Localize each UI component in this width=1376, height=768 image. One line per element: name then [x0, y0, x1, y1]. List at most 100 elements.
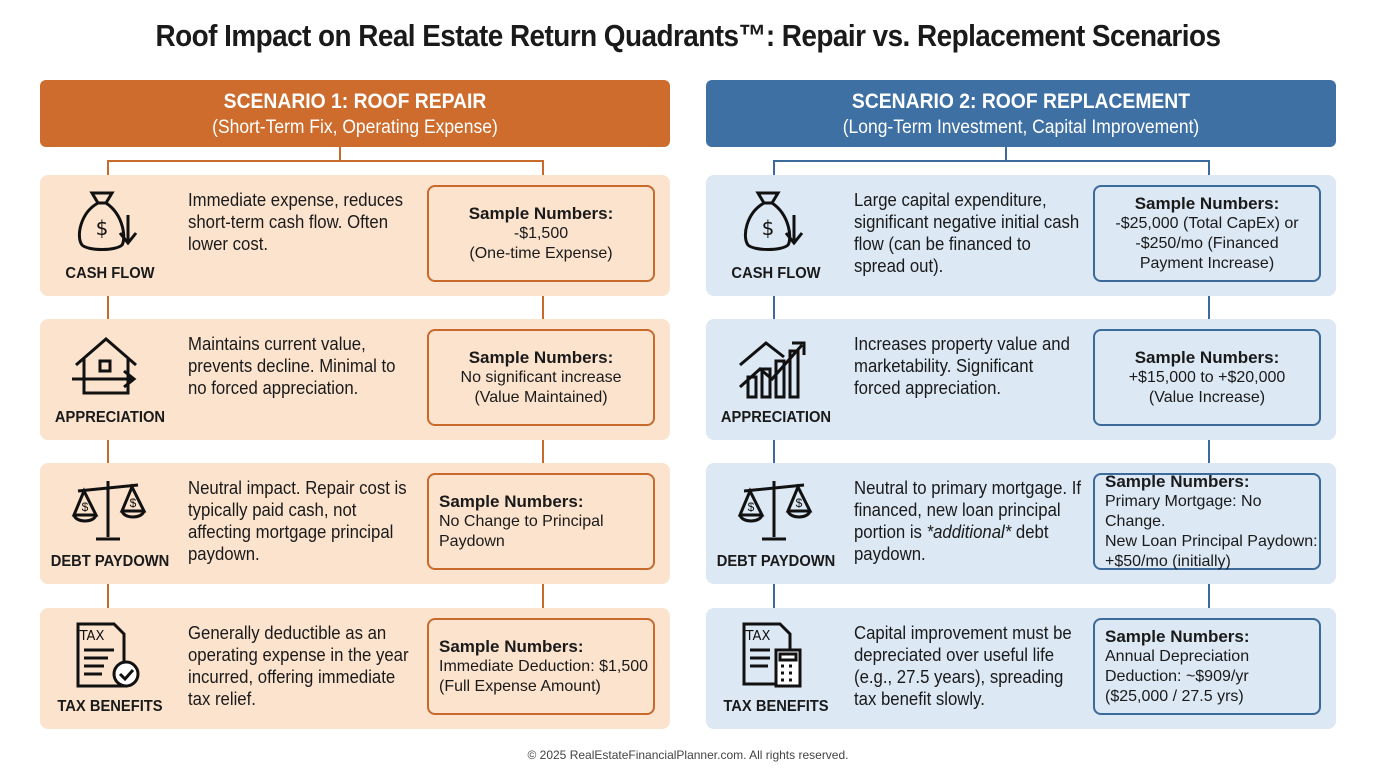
quadrant-label: CASH FLOW	[65, 265, 155, 282]
sample-numbers-line: Immediate Deduction: $1,500	[439, 657, 649, 675]
sample-numbers-title: Sample Numbers:	[1134, 347, 1280, 367]
desc-text: Neutral impact. Repair cost is typically…	[188, 478, 407, 564]
sample-numbers-line: +$15,000 to +$20,000	[1128, 368, 1286, 386]
page-title: Roof Impact on Real Estate Return Quadra…	[155, 18, 1221, 53]
house-arrow-icon	[68, 331, 148, 403]
svg-text:TAX: TAX	[745, 629, 771, 644]
sample-numbers-line: No significant increase	[460, 368, 622, 386]
desc-text: Generally deductible as an operating exp…	[188, 623, 409, 709]
svg-text:TAX: TAX	[79, 629, 105, 644]
svg-text:$: $	[796, 496, 803, 510]
sample-numbers-line: (Full Expense Amount)	[439, 677, 601, 695]
copyright-footer: © 2025 RealEstateFinancialPlanner.com. A…	[527, 748, 849, 762]
sample-numbers-line: No Change to Principal	[439, 512, 604, 530]
sample-numbers-title: Sample Numbers:	[439, 636, 584, 656]
connector-line	[107, 160, 544, 162]
sample-numbers-box: Sample Numbers: -$1,500 (One-time Expense…	[427, 185, 655, 282]
quadrant-label: APPRECIATION	[54, 409, 166, 426]
sample-numbers-line: -$1,500	[513, 224, 569, 242]
sample-numbers-title: Sample Numbers:	[1105, 471, 1250, 491]
balance-scale-icon: $$	[68, 475, 148, 547]
sample-numbers-line: (Value Increase)	[1148, 388, 1266, 406]
sample-numbers-line: Payment Increase)	[1139, 254, 1275, 272]
quadrant-description: Generally deductible as an operating exp…	[188, 622, 416, 710]
desc-text: Maintains current value, prevents declin…	[188, 334, 396, 398]
scenario-repair-panel: SCENARIO 1: ROOF REPAIR (Short-Term Fix,…	[40, 80, 670, 730]
sample-numbers-title: Sample Numbers:	[468, 347, 614, 367]
balance-scale-icon: $$	[734, 475, 814, 547]
scenario-header: SCENARIO 1: ROOF REPAIR (Short-Term Fix,…	[40, 80, 670, 147]
sample-numbers-line: +$50/mo (initially)	[1105, 552, 1231, 570]
sample-numbers-line: (One-time Expense)	[469, 244, 613, 262]
sample-numbers-box: Sample Numbers: -$25,000 (Total CapEx) o…	[1093, 185, 1321, 282]
sample-numbers-line: Deduction: ~$909/yr	[1105, 667, 1249, 685]
rising-chart-arrow-icon	[734, 331, 814, 403]
connector-line	[773, 440, 775, 463]
connector-line	[542, 440, 544, 473]
sample-numbers-line: -$250/mo (Financed	[1135, 234, 1279, 252]
quadrant-label: CASH FLOW	[731, 265, 821, 282]
quadrant-description: Neutral impact. Repair cost is typically…	[188, 477, 416, 565]
quadrant-label: TAX BENEFITS	[723, 698, 829, 715]
desc-emphasis: *additional*	[926, 522, 1012, 542]
quadrant-label: DEBT PAYDOWN	[716, 553, 836, 570]
quadrant-row-tax-benefits: TAX TAX BENEFITS Capital improvement mus…	[706, 608, 1336, 729]
connector-line	[339, 147, 341, 161]
quadrant-description: Neutral to primary mortgage. If financed…	[854, 477, 1082, 565]
connector-line	[773, 295, 775, 319]
quadrant-row-tax-benefits: TAX TAX BENEFITS Generally deductible as…	[40, 608, 670, 729]
sample-numbers-line: ($25,000 / 27.5 yrs)	[1105, 687, 1244, 705]
svg-text:$: $	[748, 500, 755, 514]
desc-text: Increases property value and marketabili…	[854, 334, 1070, 398]
sample-numbers-title: Sample Numbers:	[439, 491, 584, 511]
svg-text:$: $	[96, 216, 109, 240]
scenario-subtitle: (Long-Term Investment, Capital Improveme…	[842, 117, 1200, 138]
quadrant-description: Immediate expense, reduces short-term ca…	[188, 189, 416, 255]
desc-text: Immediate expense, reduces short-term ca…	[188, 190, 403, 254]
quadrant-row-cash-flow: $ CASH FLOW Large capital expenditure, s…	[706, 175, 1336, 296]
quadrant-label: TAX BENEFITS	[57, 698, 163, 715]
svg-text:$: $	[130, 496, 137, 510]
sample-numbers-line: (Value Maintained)	[474, 388, 608, 406]
quadrant-description: Capital improvement must be depreciated …	[854, 622, 1082, 710]
desc-text: debt paydown.	[854, 522, 1049, 564]
sample-numbers-box: Sample Numbers: Immediate Deduction: $1,…	[427, 618, 655, 715]
sample-numbers-line: New Loan Principal Paydown:	[1105, 532, 1318, 550]
sample-numbers-line: -$25,000 (Total CapEx) or	[1115, 214, 1299, 232]
desc-text: Large capital expenditure, significant n…	[854, 190, 1080, 276]
connector-line	[107, 584, 109, 608]
svg-text:$: $	[82, 500, 89, 514]
connector-line	[107, 440, 109, 463]
connector-line	[1208, 584, 1210, 618]
connector-line	[1208, 440, 1210, 473]
sample-numbers-title: Sample Numbers:	[1105, 626, 1250, 646]
quadrant-row-debt-paydown: $$ DEBT PAYDOWN Neutral to primary mortg…	[706, 463, 1336, 584]
quadrant-label: DEBT PAYDOWN	[50, 553, 170, 570]
connector-line	[773, 160, 775, 175]
connector-line	[1208, 295, 1210, 329]
quadrant-description: Maintains current value, prevents declin…	[188, 333, 416, 399]
sample-numbers-box: Sample Numbers: No significant increase (…	[427, 329, 655, 426]
quadrant-row-debt-paydown: $$ DEBT PAYDOWN Neutral impact. Repair c…	[40, 463, 670, 584]
scenario-header: SCENARIO 2: ROOF REPLACEMENT (Long-Term …	[706, 80, 1336, 147]
sample-numbers-line: Primary Mortgage: No Change.	[1105, 492, 1262, 530]
sample-numbers-title: Sample Numbers:	[468, 203, 614, 223]
money-bag-down-arrow-icon: $	[734, 187, 814, 259]
connector-line	[542, 160, 544, 185]
quadrant-row-cash-flow: $ CASH FLOW Immediate expense, reduces s…	[40, 175, 670, 296]
sample-numbers-line: Annual Depreciation	[1105, 647, 1250, 665]
quadrant-row-appreciation: APPRECIATION Increases property value an…	[706, 319, 1336, 440]
scenario-subtitle: (Short-Term Fix, Operating Expense)	[212, 117, 498, 138]
scenario-title: SCENARIO 1: ROOF REPAIR	[223, 90, 487, 113]
quadrant-description: Increases property value and marketabili…	[854, 333, 1082, 399]
sample-numbers-box: Sample Numbers: Primary Mortgage: No Cha…	[1093, 471, 1321, 570]
quadrant-description: Large capital expenditure, significant n…	[854, 189, 1082, 277]
tax-document-calculator-icon: TAX	[734, 620, 814, 692]
connector-line	[542, 584, 544, 618]
scenario-replacement-panel: SCENARIO 2: ROOF REPLACEMENT (Long-Term …	[706, 80, 1336, 730]
svg-text:$: $	[762, 216, 775, 240]
connector-line	[773, 584, 775, 608]
quadrant-row-appreciation: APPRECIATION Maintains current value, pr…	[40, 319, 670, 440]
